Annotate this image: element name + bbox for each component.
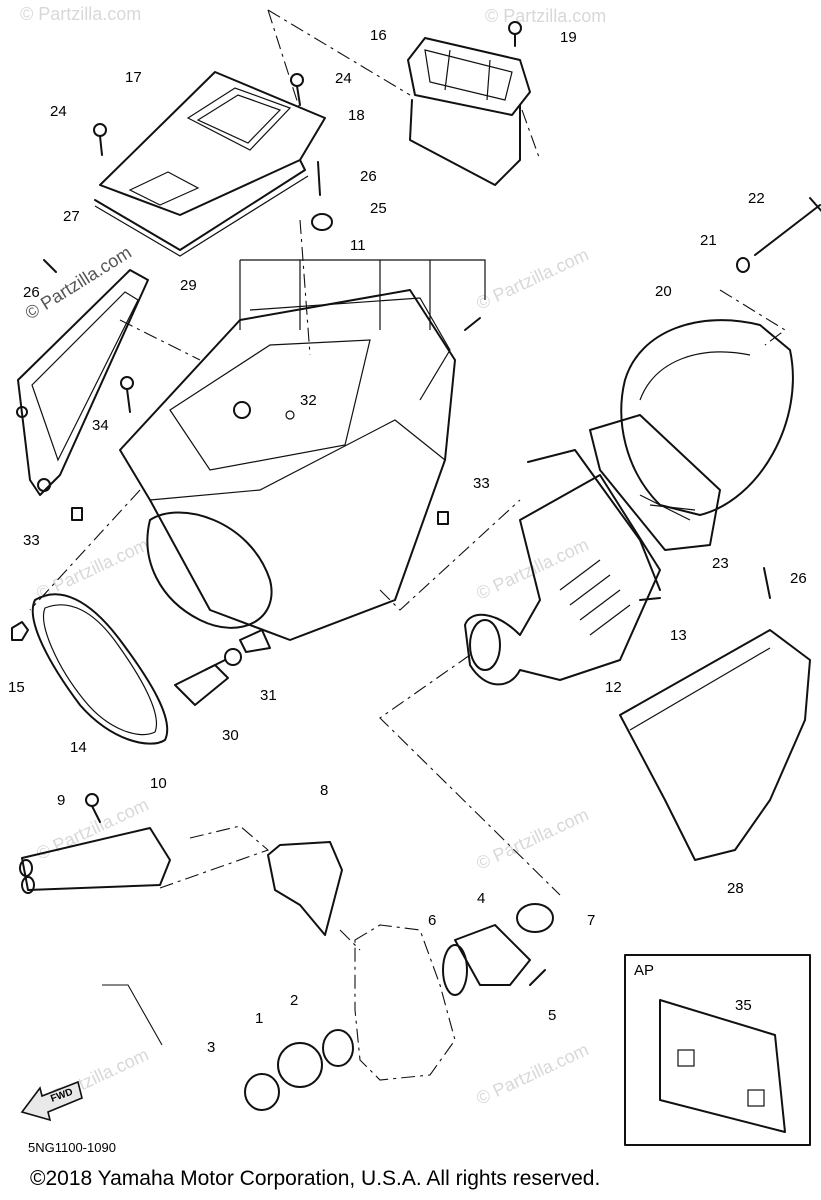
callout: 1 [255, 1010, 263, 1027]
callout: 30 [222, 727, 239, 744]
callout: 32 [300, 392, 317, 409]
callout: 27 [63, 208, 80, 225]
watermark: © Partzilla.com [33, 794, 151, 863]
part-12-boot [464, 449, 661, 686]
leader-lines [102, 984, 163, 1046]
part-15-nut [11, 621, 29, 641]
callout: 28 [727, 880, 744, 897]
callout: 26 [790, 570, 807, 587]
part-31-clamp [224, 648, 242, 666]
callout: 17 [125, 69, 142, 86]
callout: 6 [428, 912, 436, 929]
part-4-joint [454, 924, 531, 986]
part-22-bolt [754, 197, 821, 256]
part-28-panel [619, 629, 811, 861]
callout: 26 [23, 284, 40, 301]
callout: 15 [8, 679, 25, 696]
part-34-bolt [120, 376, 134, 413]
part-20-filter [620, 319, 794, 516]
ap-inset: AP [624, 954, 811, 1146]
watermark: © Partzilla.com [473, 244, 591, 313]
callout: 16 [370, 27, 387, 44]
part-5-bolt [529, 969, 546, 986]
callout: 21 [700, 232, 717, 249]
fwd-arrow: FWD [20, 1080, 83, 1122]
part-27-seal [94, 159, 309, 257]
part-7-clamp [516, 903, 554, 933]
watermark: © Partzilla.com [20, 4, 141, 24]
part-8-bracket [267, 841, 343, 936]
callout: 25 [370, 200, 387, 217]
callout: 20 [655, 283, 672, 300]
part-33-clip [71, 507, 449, 525]
callout: 24 [335, 70, 352, 87]
part-6-oring [442, 944, 468, 996]
watermark: © Partzilla.com [473, 1039, 591, 1108]
callout: 33 [473, 475, 490, 492]
callout: 31 [260, 687, 277, 704]
callout: 7 [587, 912, 595, 929]
callout: 18 [348, 107, 365, 124]
callout: 13 [670, 627, 687, 644]
part-21-washer [736, 257, 750, 273]
callout: 34 [92, 417, 109, 434]
part-23-cage [589, 414, 721, 551]
part-10-intake [19, 827, 171, 894]
part-9-bolt [85, 793, 101, 823]
callout: 33 [23, 532, 40, 549]
part-2-clamp [322, 1029, 354, 1067]
part-code: 5NG1100-1090 [28, 1140, 116, 1155]
callout: 14 [70, 739, 87, 756]
callout: 22 [748, 190, 765, 207]
part-17-cover [99, 71, 326, 216]
watermark: © Partzilla.com [485, 6, 606, 26]
inset-label: AP [634, 962, 654, 979]
callout: 2 [290, 992, 298, 1009]
callouts: 1 2 3 4 5 6 7 8 9 10 11 12 13 14 15 16 1… [8, 27, 807, 1056]
callout: 12 [605, 679, 622, 696]
part-3-clamp [244, 1073, 280, 1111]
part-24-bolt [93, 73, 304, 156]
callout: 35 [735, 997, 752, 1014]
part-13-bolt [639, 597, 661, 601]
callout: 5 [548, 1007, 556, 1024]
watermark: © Partzilla.com [33, 534, 151, 603]
callout: 8 [320, 782, 328, 799]
part-14-gasket [31, 593, 169, 745]
callout: 11 [350, 237, 366, 254]
part-29-panel [16, 269, 149, 496]
part-1-joint [277, 1042, 323, 1088]
callout: 23 [712, 555, 729, 572]
callout: 26 [360, 168, 377, 185]
callout: 29 [180, 277, 197, 294]
callout: 4 [477, 890, 485, 907]
copyright-notice: ©2018 Yamaha Motor Corporation, U.S.A. A… [30, 1167, 601, 1190]
assembly-lines [29, 9, 786, 951]
callout: 24 [50, 103, 67, 120]
watermark: © Partzilla.com [473, 804, 591, 873]
part-26-screw [43, 161, 771, 599]
part-25-grommet [311, 213, 333, 231]
engine-block [354, 924, 456, 1081]
callout: 10 [150, 775, 167, 792]
callout: 3 [207, 1039, 215, 1056]
part-11-airbox [119, 259, 486, 653]
part-19-bolt [508, 21, 522, 47]
callout: 9 [57, 792, 65, 809]
part-30-drain [174, 659, 229, 706]
part-16-duct [407, 37, 531, 186]
callout: 19 [560, 29, 577, 46]
